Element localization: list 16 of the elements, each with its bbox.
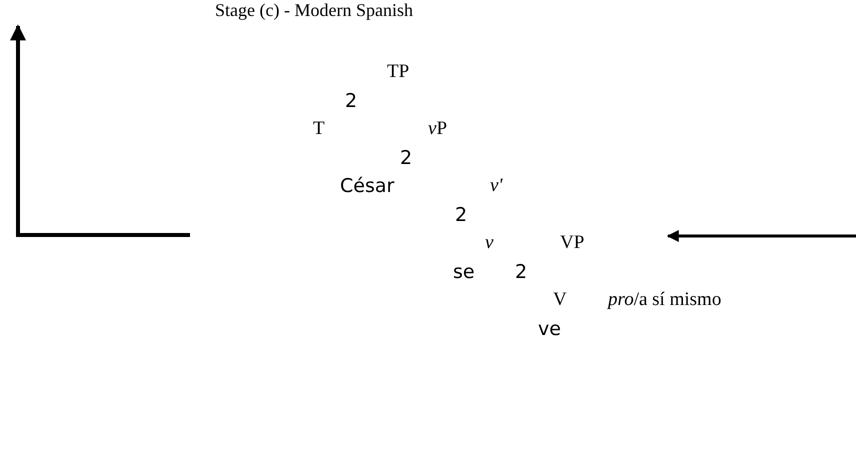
tree-label: pro/a sí mismo [608, 289, 722, 311]
tree-label: V [553, 289, 567, 311]
tree-label: 2 [400, 147, 412, 169]
tree-label: César [340, 175, 394, 197]
tree-label: TP [387, 61, 410, 83]
tree-label: 2 [515, 261, 528, 283]
tree-label: vP [428, 118, 448, 140]
tree-label: v' [490, 175, 502, 197]
title: Stage (c) - Modern Spanish [215, 0, 413, 21]
tree-label: se [453, 261, 475, 283]
tree-label: v [485, 232, 494, 254]
tree-label: ve [538, 318, 561, 340]
tree-label: VP [560, 232, 584, 254]
tree-label: T [313, 118, 325, 140]
tree-label: 2 [455, 204, 468, 226]
tree-label: 2 [345, 90, 358, 112]
